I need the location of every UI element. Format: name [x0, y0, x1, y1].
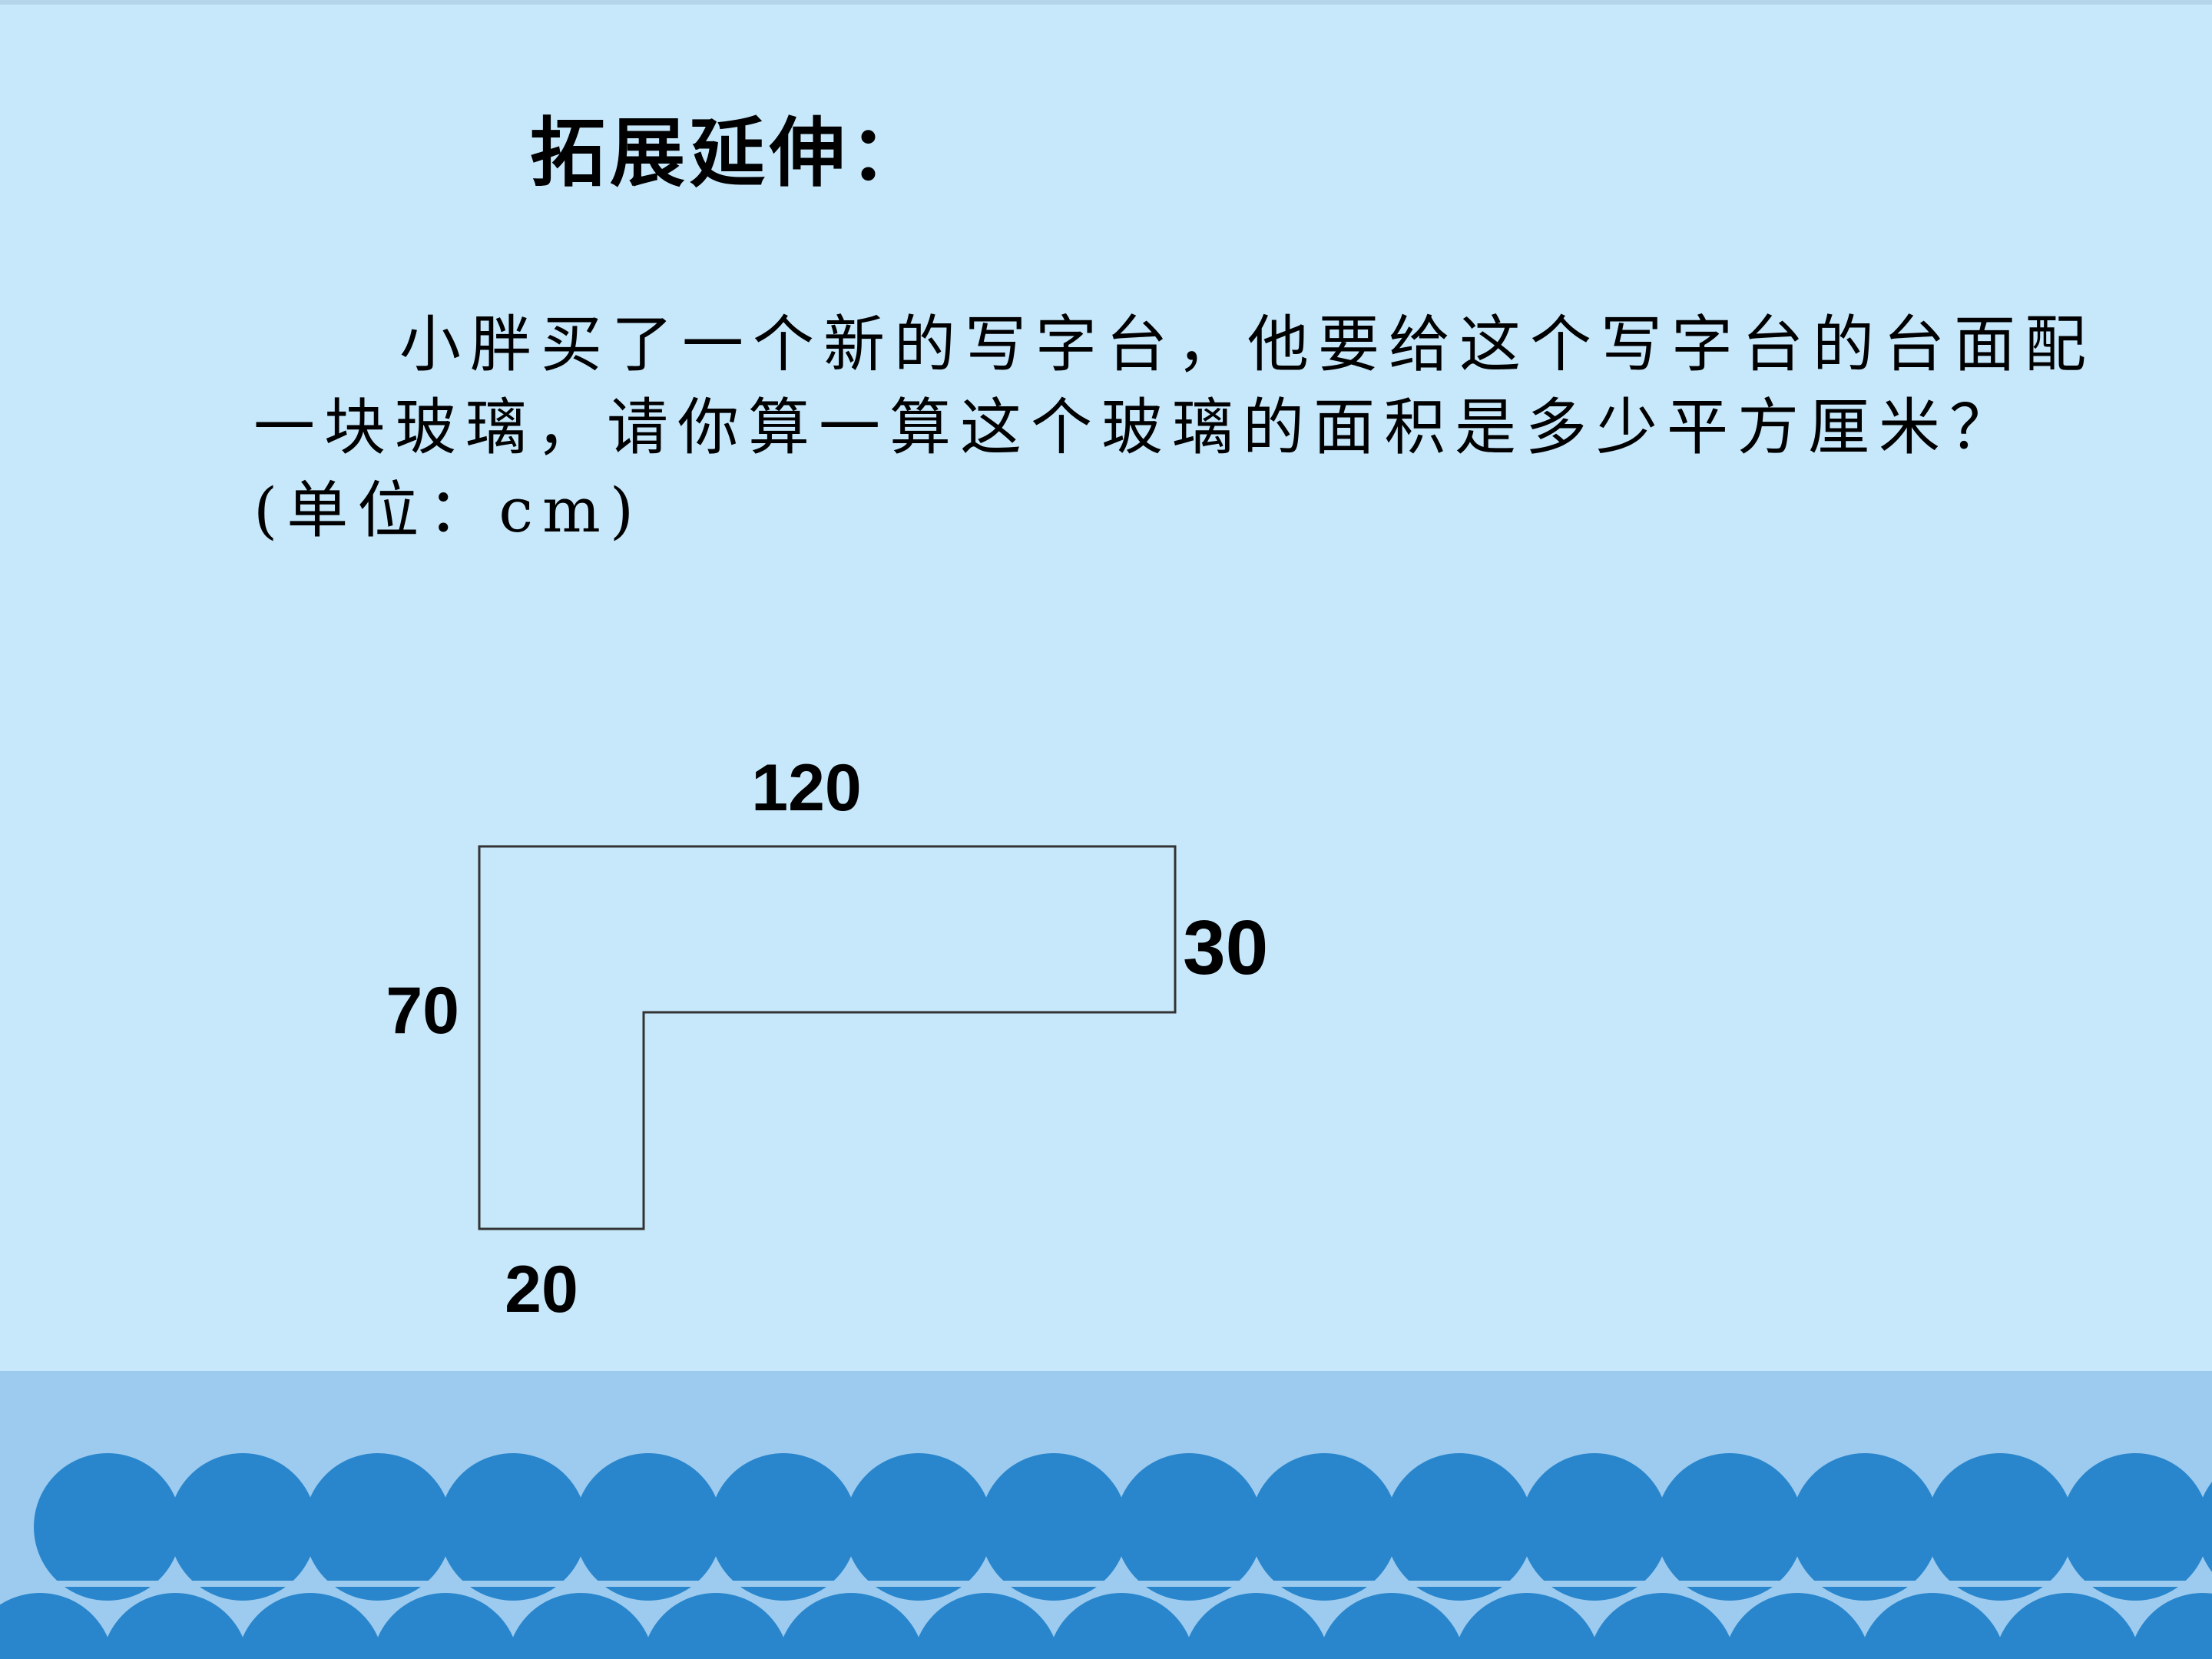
- wave-scallop: [1183, 1593, 1330, 1659]
- wave-scallop: [1588, 1593, 1736, 1659]
- wave-gap: [0, 1581, 2212, 1587]
- wave-scallop: [1859, 1593, 2006, 1659]
- question-text: 小胖买了一个新的写字台，他要给这个写字台的台面配 一块玻璃，请你算一算这个玻璃的…: [253, 303, 2174, 552]
- wave-row-back: [34, 1453, 2212, 1601]
- wave-scallop: [1048, 1593, 1195, 1659]
- dimension-label-right: 30: [1183, 905, 1268, 991]
- wave-scallop: [1926, 1453, 2074, 1601]
- wave-scallop: [2061, 1453, 2209, 1601]
- wave-scallop: [980, 1453, 1128, 1601]
- wave-scallop: [237, 1593, 384, 1659]
- wave-scallop: [0, 1593, 114, 1659]
- wave-scallop: [507, 1593, 654, 1659]
- wave-scallop: [1791, 1453, 1939, 1601]
- wave-scallop: [1318, 1593, 1465, 1659]
- wave-scallop: [372, 1593, 519, 1659]
- l-shape-outline: [478, 845, 1177, 1230]
- wave-decoration: [0, 1371, 2212, 1659]
- wave-scallop: [912, 1593, 1060, 1659]
- wave-scallop: [710, 1453, 857, 1601]
- slide-title: 拓展延伸：: [530, 109, 930, 197]
- question-line-1: 小胖买了一个新的写字台，他要给这个写字台的台面配: [399, 309, 2095, 380]
- question-line-3: (单位：cm): [253, 475, 644, 546]
- wave-scallop: [1724, 1593, 1871, 1659]
- wave-scallop: [1115, 1453, 1263, 1601]
- wave-scallop: [575, 1453, 722, 1601]
- dimension-label-left: 70: [386, 974, 459, 1048]
- wave-row-front: [0, 1593, 2212, 1659]
- wave-scallop: [1250, 1453, 1398, 1601]
- wave-scallop: [101, 1593, 249, 1659]
- wave-scallop: [2197, 1482, 2212, 1572]
- wave-scallop: [845, 1453, 992, 1601]
- wave-scallop: [1656, 1453, 1803, 1601]
- wave-scallop: [642, 1593, 790, 1659]
- top-border: [0, 0, 2212, 5]
- wave-scallop: [2129, 1593, 2212, 1659]
- wave-scallop: [1453, 1593, 1601, 1659]
- question-line-2: 一块玻璃，请你算一算这个玻璃的面积是多少平方厘米？: [253, 392, 2020, 463]
- wave-scallop: [34, 1453, 181, 1601]
- wave-scallop: [1994, 1593, 2141, 1659]
- wave-scallop: [169, 1453, 316, 1601]
- wave-scallop: [304, 1453, 452, 1601]
- dimension-label-bottom: 20: [505, 1253, 578, 1326]
- wave-scallop: [1386, 1453, 1533, 1601]
- wave-scallop: [777, 1593, 925, 1659]
- wave-scallop: [1521, 1453, 1668, 1601]
- dimension-label-top: 120: [751, 751, 862, 825]
- wave-scallop: [439, 1453, 587, 1601]
